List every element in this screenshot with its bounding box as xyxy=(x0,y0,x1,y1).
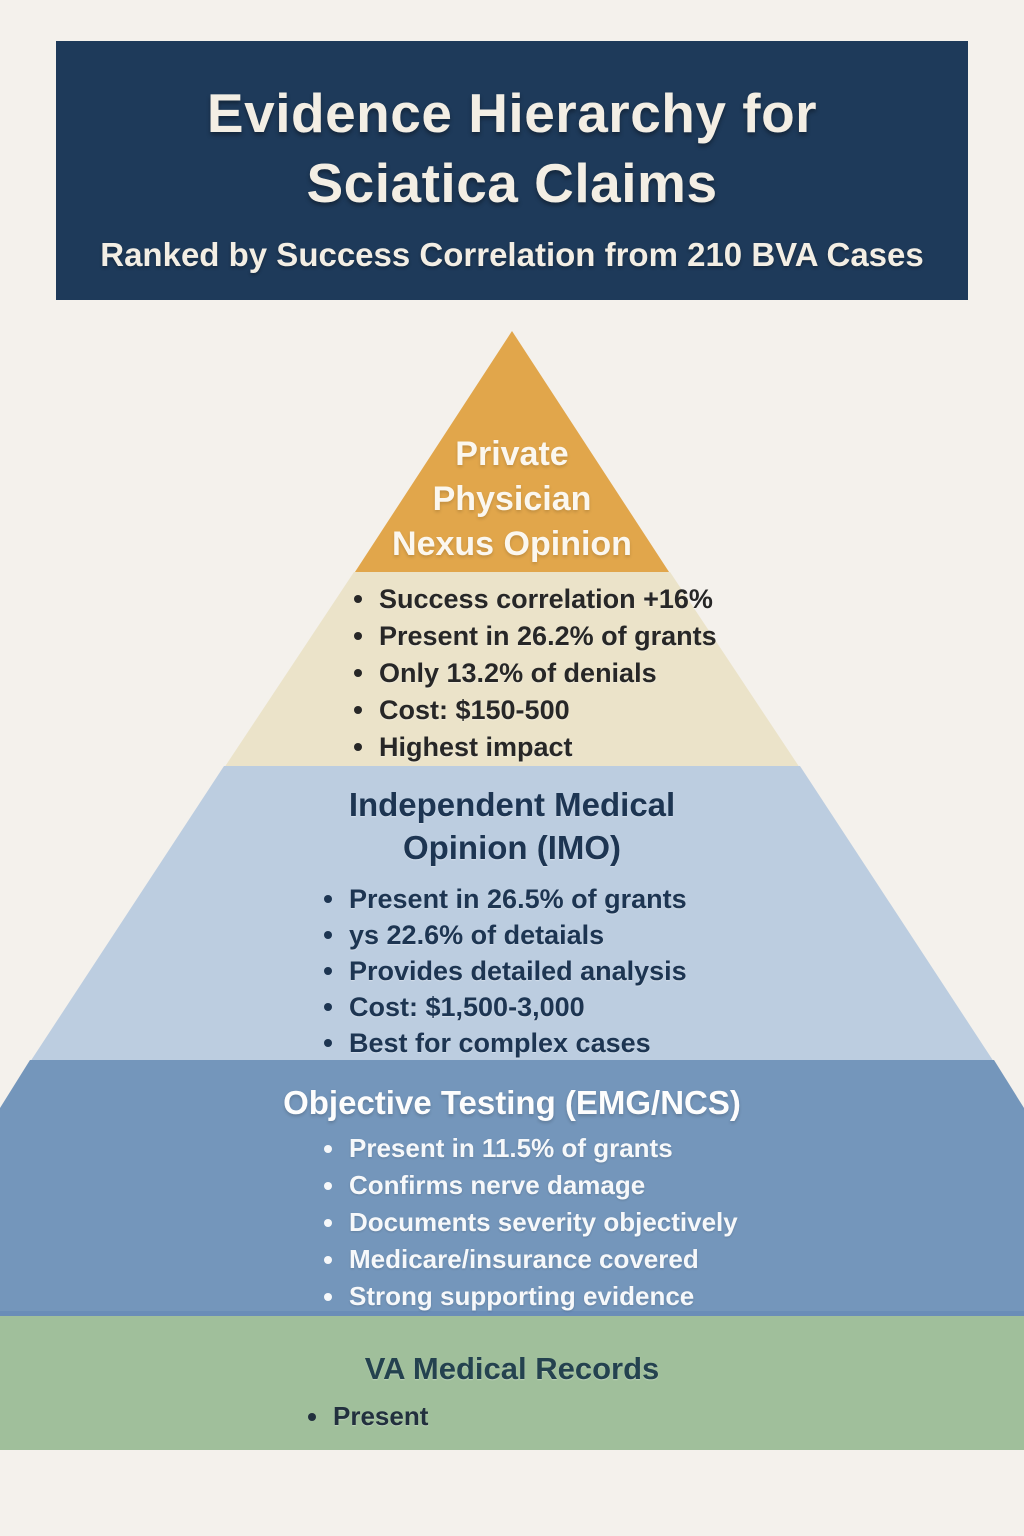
list-item: Present xyxy=(306,1403,428,1430)
list-item: Medicare/insurance covered xyxy=(322,1246,738,1273)
list-item: Cost: $150-500 xyxy=(352,696,717,724)
tier-emg-bullet-list: Present in 11.5% of grants Confirms nerv… xyxy=(322,1135,738,1320)
list-item: Present in 26.5% of grants xyxy=(322,885,687,913)
list-item: Provides detailed analysis xyxy=(322,957,687,985)
tier-heading-va-records: VA Medical Records xyxy=(0,1349,1024,1389)
tier-heading-imo-line1: Independent Medical xyxy=(348,786,676,823)
tier-divider-line xyxy=(0,1311,1024,1316)
tier-heading-nexus-line1: Private xyxy=(455,435,569,473)
list-item: Cost: $1,500-3,000 xyxy=(322,993,687,1021)
tier-heading-emg-line1: Objective Testing (EMG/NCS) xyxy=(283,1084,741,1121)
tier-heading-nexus: Private Physician Nexus Opinion xyxy=(312,432,712,567)
list-item: Success correlation +16% xyxy=(352,585,717,613)
tier-heading-va-records-line1: VA Medical Records xyxy=(364,1351,660,1386)
list-item: Strong supporting evidence xyxy=(322,1283,738,1310)
tier-heading-imo: Independent Medical Opinion (IMO) xyxy=(0,783,1024,869)
tier-va-records-bullet-list: Present xyxy=(306,1403,428,1430)
list-item: Present in 11.5% of grants xyxy=(322,1135,738,1162)
list-item: Only 13.2% of denials xyxy=(352,659,717,687)
pyramid-tier-va-records-shape xyxy=(0,1316,1024,1450)
tier-imo-bullet-list: Present in 26.5% of grants ys 22.6% of d… xyxy=(322,885,687,1065)
list-item: Present in 26.2% of grants xyxy=(352,622,717,650)
page-subtitle: Ranked by Success Correlation from 210 B… xyxy=(100,236,924,273)
list-item: Best for complex cases xyxy=(322,1029,687,1057)
list-item: Confirms nerve damage xyxy=(322,1172,738,1199)
list-item: Documents severity objectively xyxy=(322,1209,738,1236)
tier-nexus-bullet-list: Success correlation +16% Present in 26.2… xyxy=(352,585,717,770)
list-item: ys 22.6% of detaials xyxy=(322,921,687,949)
page-title-line2: Sciatica Claims xyxy=(306,152,718,214)
tier-heading-nexus-line2: Physician xyxy=(432,480,592,518)
tier-heading-imo-line2: Opinion (IMO) xyxy=(402,829,622,866)
header-panel: Evidence Hierarchy for Sciatica Claims R… xyxy=(56,41,968,300)
page-title-line1: Evidence Hierarchy for xyxy=(206,82,818,144)
list-item: Highest impact xyxy=(352,733,717,761)
tier-heading-nexus-line3: Nexus Opinion xyxy=(392,525,632,563)
tier-heading-emg: Objective Testing (EMG/NCS) xyxy=(0,1083,1024,1123)
